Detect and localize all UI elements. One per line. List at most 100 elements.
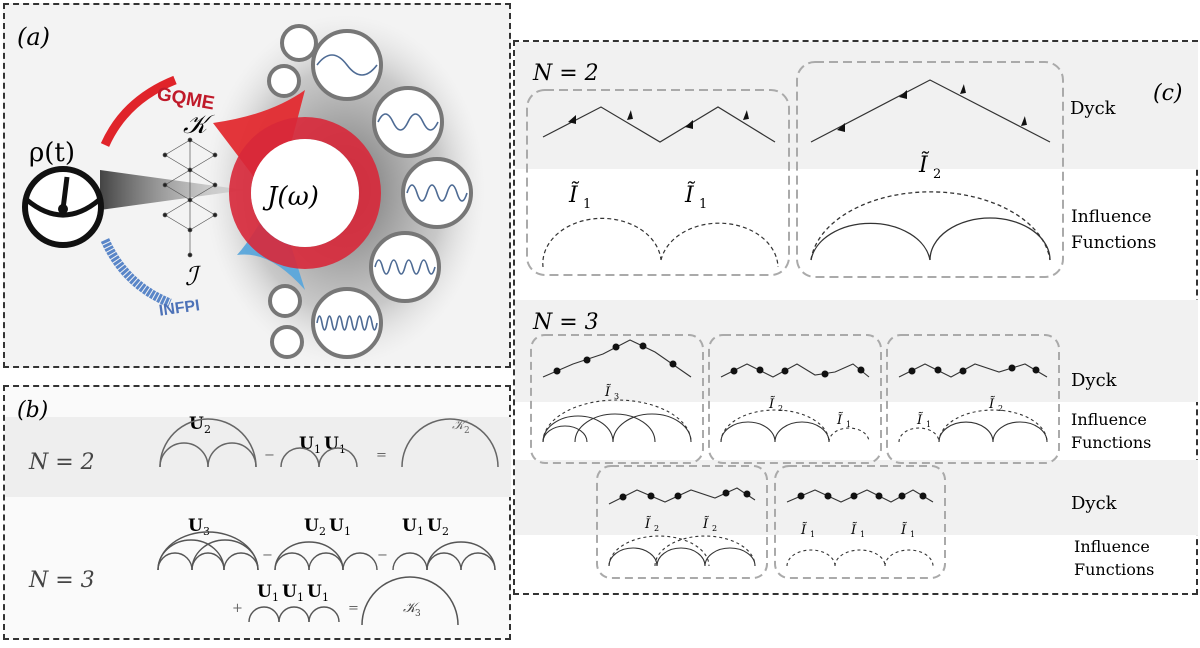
- dyck-path: [608, 487, 934, 505]
- n2-label: N = 2: [28, 450, 95, 475]
- n3-label: N = 3: [28, 568, 95, 593]
- svg-text:1: 1: [699, 197, 707, 212]
- k2-label: 𝒦: [452, 418, 468, 433]
- svg-text:2: 2: [998, 404, 1003, 413]
- wave-1: [316, 54, 378, 76]
- u1u1-label: U: [299, 434, 314, 454]
- svg-text:2: 2: [778, 404, 783, 413]
- svg-text:1: 1: [339, 443, 346, 456]
- svg-text:2: 2: [442, 525, 449, 538]
- svg-text:1: 1: [583, 197, 591, 212]
- n3-label: N = 3: [532, 310, 599, 335]
- svg-text:U: U: [329, 516, 344, 536]
- panel-c: (c) N = 2 Ĩ 1 Ĩ 1 Ĩ 2: [513, 40, 1198, 595]
- influence-arcs: [898, 409, 1048, 443]
- u1u1-arcs: [280, 447, 358, 468]
- j-omega-label: J(ω): [262, 182, 319, 212]
- k-symbol: 𝒦: [183, 110, 215, 140]
- svg-text:1: 1: [272, 591, 279, 604]
- i-tilde-label: Ĩ: [702, 516, 710, 532]
- svg-text:2: 2: [204, 423, 211, 436]
- arrow-markers: [837, 84, 1027, 132]
- functions-row-label: Functions: [1071, 433, 1151, 452]
- influence-arcs: [608, 535, 756, 567]
- influence-row-label: Influence: [1074, 537, 1150, 556]
- u3-label: U: [188, 516, 203, 536]
- svg-text:2: 2: [319, 525, 326, 538]
- influence-arcs: [786, 549, 934, 567]
- panel-a-illustration: GQME INFPI 𝒦 ℐ ρ(t) J(: [17, 15, 485, 365]
- svg-text:−: −: [377, 548, 388, 563]
- u2u1-arcs: [274, 541, 378, 571]
- panel-b-label: (b): [17, 398, 48, 423]
- panel-a: GQME INFPI 𝒦 ℐ ρ(t) J(: [3, 3, 511, 368]
- infpi-label: INFPI: [158, 297, 201, 320]
- wave-4: [374, 259, 436, 275]
- arrow-markers: [619, 489, 927, 501]
- u1u1u1-label: U: [257, 582, 272, 602]
- gqme-arc: [100, 75, 177, 147]
- dyck-box: [596, 465, 768, 579]
- rho-label: ρ(t): [29, 138, 75, 168]
- k2-arc: [401, 418, 499, 468]
- panel-c-label: (c): [1153, 81, 1183, 106]
- dyck-box: [774, 465, 946, 579]
- u1u1u1-arcs: [248, 606, 340, 623]
- u2-arcs: [159, 418, 257, 468]
- u3-arcs: [157, 531, 259, 571]
- svg-text:1: 1: [314, 443, 321, 456]
- svg-text:1: 1: [417, 525, 424, 538]
- u1u2-label: U: [402, 516, 417, 536]
- wave-5: [316, 315, 378, 331]
- i-tilde-label: Ĩ: [836, 412, 844, 428]
- dyck-box: [526, 89, 790, 276]
- svg-text:1: 1: [860, 530, 865, 539]
- functions-row-label: Functions: [1071, 233, 1156, 253]
- influence-arcs: [542, 217, 779, 268]
- wave-3: [406, 184, 468, 202]
- i-tilde-label: Ĩ: [800, 522, 808, 538]
- influence-row-label: Influence: [1071, 207, 1152, 227]
- dyck-path: [810, 79, 1051, 143]
- dyck-box: [796, 61, 1064, 278]
- i-tilde-label: Ĩ: [644, 516, 652, 532]
- influence-arcs: [720, 409, 870, 443]
- bath-circle-small: [270, 325, 304, 359]
- svg-text:1: 1: [910, 530, 915, 539]
- svg-text:3: 3: [614, 392, 619, 401]
- u1u2-arcs: [392, 541, 496, 571]
- dyck-row-label: Dyck: [1070, 98, 1117, 119]
- panel-c-diagram: (c) N = 2 Ĩ 1 Ĩ 1 Ĩ 2: [515, 42, 1198, 579]
- functions-row-label: Functions: [1074, 560, 1154, 579]
- bath-circle-small: [280, 24, 318, 62]
- svg-text:=: =: [348, 601, 359, 616]
- svg-text:2: 2: [464, 426, 470, 436]
- u2-label: U: [189, 414, 204, 434]
- influence-arcs: [542, 399, 692, 443]
- panel-b-diagram: (b) N = 2 U 2 − U 1 U 1 = 𝒦 2 N = 3 U 3: [5, 398, 511, 626]
- bath-circle-small: [267, 64, 301, 98]
- n2-label: N = 2: [532, 61, 599, 86]
- svg-text:−: −: [264, 448, 275, 463]
- svg-text:−: −: [262, 548, 273, 563]
- infpi-arc: [100, 238, 172, 308]
- svg-text:U: U: [324, 434, 339, 454]
- u2u1-label: U: [304, 516, 319, 536]
- bloch-sphere-icon: [22, 166, 104, 248]
- j-ring: [229, 117, 381, 269]
- svg-text:+: +: [232, 601, 243, 616]
- i-tilde-label: Ĩ: [916, 412, 924, 428]
- i-tilde-label: Ĩ: [568, 180, 580, 208]
- i-tilde-label: Ĩ: [918, 150, 930, 178]
- dyck-row-label: Dyck: [1071, 370, 1118, 391]
- dyck-box: [530, 334, 704, 464]
- svg-text:1: 1: [297, 591, 304, 604]
- wave-2: [377, 113, 439, 131]
- svg-text:1: 1: [322, 591, 329, 604]
- panel-b: (b) N = 2 U 2 − U 1 U 1 = 𝒦 2 N = 3 U 3: [3, 385, 511, 640]
- svg-text:2: 2: [933, 167, 941, 182]
- dyck-row-label: Dyck: [1071, 493, 1118, 514]
- svg-text:2: 2: [654, 524, 659, 533]
- svg-text:3: 3: [415, 609, 421, 619]
- j-center: [251, 139, 359, 247]
